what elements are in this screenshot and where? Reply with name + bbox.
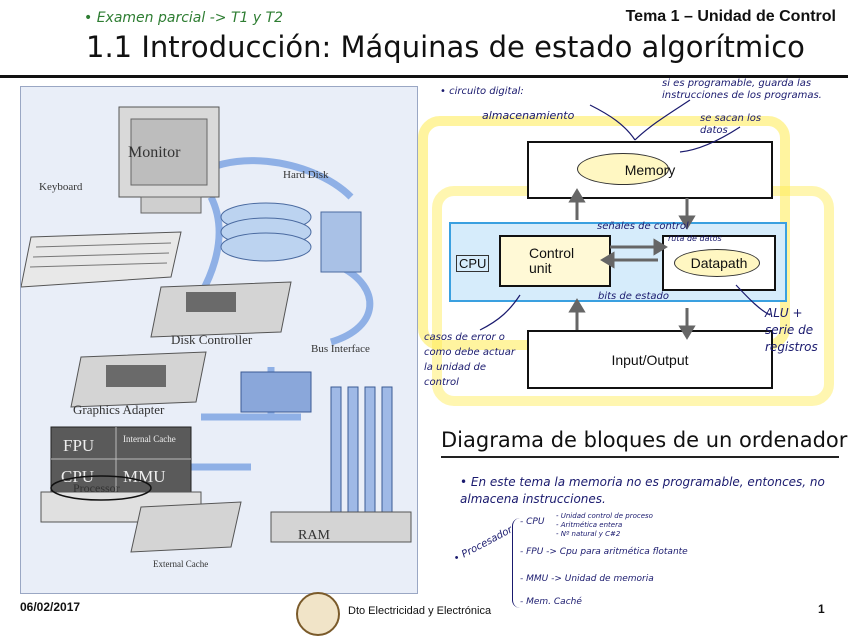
external-cache-board	[130, 501, 242, 553]
note-datos: se sacan los datos	[700, 113, 762, 136]
datapath-block: Datapath	[662, 235, 776, 291]
cpu-chip-label: CPU	[61, 467, 94, 486]
note-cpu: - CPU	[520, 517, 545, 527]
note-almacenamiento: almacenamiento	[482, 109, 575, 122]
graphics-adapter-label: Graphics Adapter	[73, 402, 165, 417]
note-programable: si es programable, guarda las instruccio…	[662, 78, 822, 101]
graphics-adapter-board	[70, 351, 207, 408]
cpu-detail-list: - Unidad control de proceso - Aritmética…	[556, 512, 653, 539]
page-number: 1	[818, 602, 825, 616]
note-cache: - Mem. Caché	[520, 597, 582, 607]
internal-cache-label: Internal Cache	[123, 434, 176, 444]
computer-illustration: Monitor Keyboard Hard Disk Disk Controll…	[20, 106, 412, 569]
disk-controller-label: Disk Controller	[171, 332, 253, 347]
diagram-title-underline	[441, 456, 839, 458]
input-output-block: Input/Output	[527, 330, 773, 389]
control-unit-block: Control unit	[499, 235, 611, 287]
note-alu: ALU + serie de registros	[765, 306, 818, 354]
block-arrows	[479, 99, 771, 340]
memory-block: Memory	[527, 141, 773, 199]
ram-label: RAM	[298, 528, 330, 543]
note-procesador: • Procesador	[452, 524, 515, 565]
note-circuito: • circuito digital:	[440, 86, 524, 97]
ram-modules	[270, 386, 412, 543]
cpu-detail-2: - Aritmética entera	[556, 521, 623, 529]
cpu-region-label: CPU	[456, 255, 490, 272]
footer-department: Dto Electricidad y Electrónica	[348, 605, 492, 617]
header-divider	[0, 75, 848, 78]
control-unit-label: Control unit	[529, 245, 575, 276]
topic-label: Tema 1 – Unidad de Control	[625, 8, 836, 25]
cpu-detail-3: - Nº natural y C#2	[556, 530, 621, 538]
footer-date: 06/02/2017	[20, 600, 81, 614]
disk-controller-board	[150, 281, 292, 338]
note-memoria: • En este tema la memoria no es programa…	[460, 475, 825, 506]
diagram-title: Diagrama de bloques de un ordenador	[441, 428, 848, 452]
external-cache-label: External Cache	[153, 559, 208, 569]
fpu-label: FPU	[63, 436, 94, 455]
page-title: 1.1 Introducción: Máquinas de estado alg…	[86, 30, 805, 64]
keyboard-label: Keyboard	[39, 181, 83, 193]
note-mmu: - MMU -> Unidad de memoria	[520, 574, 654, 584]
processor-circle	[50, 475, 152, 501]
monitor-illustration	[118, 106, 220, 214]
monitor-label: Monitor	[128, 144, 181, 161]
hard-disk-illustration	[220, 202, 362, 273]
keyboard-illustration	[20, 231, 182, 288]
university-seal-icon	[296, 592, 340, 636]
processor-label: Processor	[73, 481, 120, 495]
memory-oval	[577, 153, 669, 185]
note-ruta: ruta de datos	[668, 234, 722, 243]
processor-brace	[512, 518, 521, 608]
hard-disk-label: Hard Disk	[283, 169, 329, 181]
note-senales: señales de control	[597, 221, 689, 232]
datapath-label: Datapath	[690, 255, 748, 271]
input-output-label: Input/Output	[611, 351, 689, 368]
datapath-oval	[674, 249, 760, 277]
bus-interface-label: Bus Interface	[311, 343, 370, 355]
cpu-detail-1: - Unidad control de proceso	[556, 512, 653, 520]
memory-label: Memory	[624, 162, 676, 178]
note-bits: bits de estado	[598, 291, 669, 302]
bus-interface-chip	[240, 371, 312, 413]
exam-note: • Examen parcial -> T1 y T2	[84, 10, 284, 26]
note-casos: casos de error o como debe actuar la uni…	[424, 332, 515, 388]
mmu-label: MMU	[123, 467, 166, 486]
computer-figure: Monitor Keyboard Hard Disk Disk Controll…	[20, 86, 418, 594]
note-fpu: - FPU -> Cpu para aritmética flotante	[520, 547, 688, 557]
